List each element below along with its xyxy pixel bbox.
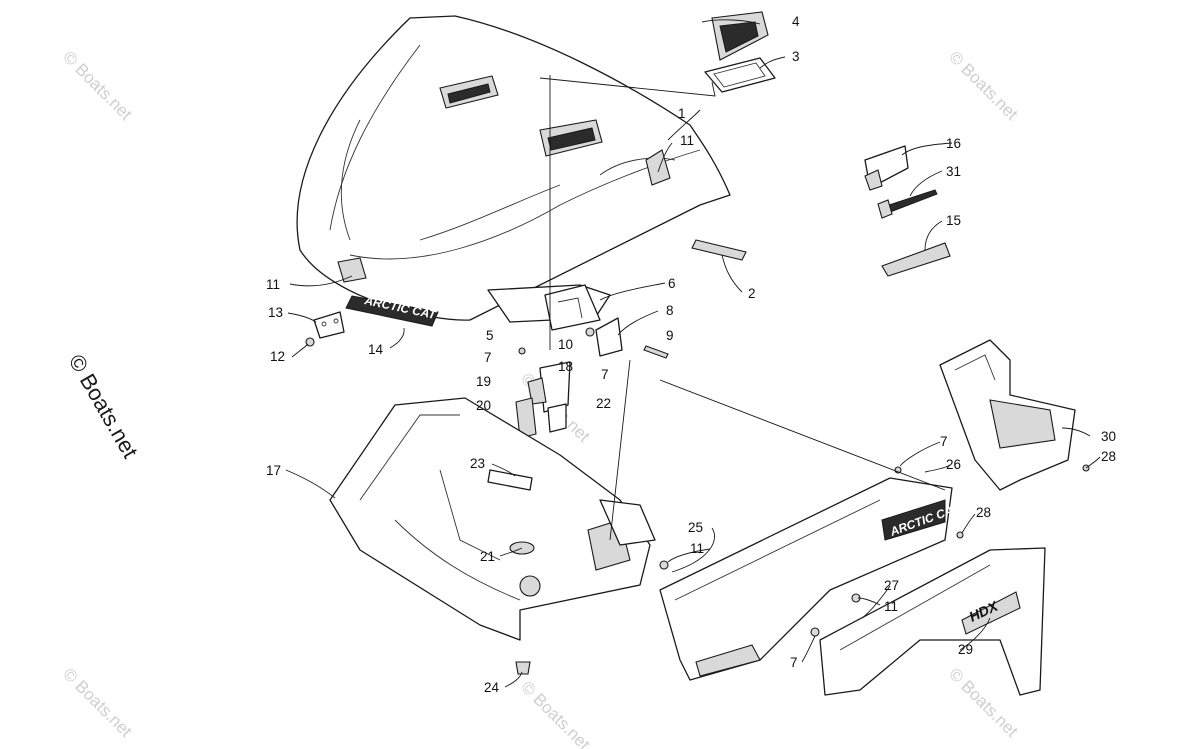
callout-12: 12 <box>270 349 285 364</box>
callout-7-c: 7 <box>940 434 948 449</box>
label-part-15 <box>881 242 951 277</box>
callout-1: 1 <box>678 106 686 121</box>
gasket-part-3 <box>704 57 776 93</box>
callout-5: 5 <box>486 328 494 343</box>
callout-11-left: 11 <box>266 277 280 292</box>
bolt-part-9 <box>643 345 669 359</box>
callout-28-b: 28 <box>1101 449 1116 464</box>
nut-part-10 <box>585 327 595 337</box>
callout-14: 14 <box>368 342 384 357</box>
callout-23: 23 <box>470 456 485 471</box>
clip-part-19 <box>527 377 547 405</box>
callout-24: 24 <box>484 680 500 695</box>
callout-13: 13 <box>268 305 283 320</box>
grommet-part-24 <box>515 661 531 675</box>
callout-3: 3 <box>792 49 800 64</box>
callout-18: 18 <box>558 359 573 374</box>
vent-part-4 <box>711 11 769 61</box>
strip-part-2 <box>691 239 747 261</box>
flap-part-30 <box>939 339 1076 491</box>
callout-6: 6 <box>668 276 676 291</box>
callout-2: 2 <box>748 286 756 301</box>
callout-11-bottom: 11 <box>884 599 898 614</box>
callout-29: 29 <box>958 642 973 657</box>
callout-11-top: 11 <box>680 133 694 148</box>
callout-16: 16 <box>946 136 961 151</box>
callout-31: 31 <box>946 164 961 179</box>
lens-part-16 <box>864 145 909 191</box>
callout-19: 19 <box>476 374 491 389</box>
watermark-side: © Boats.net <box>64 350 143 462</box>
callout-20: 20 <box>476 398 491 413</box>
callout-26: 26 <box>946 457 961 472</box>
watermark-top-right: © Boats.net <box>945 47 1022 124</box>
tool-part-31 <box>877 189 938 219</box>
callout-22: 22 <box>596 396 611 411</box>
screw-part-5 <box>518 347 526 355</box>
callout-7-a: 7 <box>484 350 492 365</box>
callout-4: 4 <box>792 14 800 29</box>
hood-part-1: ARCTIC CAT <box>296 15 731 327</box>
watermark-top-left: © Boats.net <box>59 47 136 124</box>
storage-tub-part-17 <box>329 397 656 641</box>
callout-11-mid: 11 <box>690 541 704 556</box>
hinge-part-22 <box>547 403 567 433</box>
leader-lines <box>285 19 1101 688</box>
callout-17: 17 <box>266 463 281 478</box>
fender-part-29: HDX <box>819 547 1046 696</box>
callout-8: 8 <box>666 303 674 318</box>
watermark-bottom-right: © Boats.net <box>945 664 1022 741</box>
callout-7-b: 7 <box>601 367 609 382</box>
fasteners <box>659 464 1090 637</box>
side-panel-part-26: ARCTIC CAT <box>659 477 963 681</box>
bracket-part-8 <box>595 317 623 357</box>
callout-25: 25 <box>688 520 703 535</box>
label-part-20 <box>515 397 537 439</box>
callout-27: 27 <box>884 578 899 593</box>
callout-21: 21 <box>480 549 495 564</box>
callout-15: 15 <box>946 213 961 228</box>
callout-30: 30 <box>1101 429 1116 444</box>
watermark-bottom-left: © Boats.net <box>59 664 136 741</box>
callout-9: 9 <box>666 328 674 343</box>
bracket-part-13 <box>313 311 345 339</box>
watermark-bottom-center: © Boats.net <box>517 677 594 749</box>
callout-28-a: 28 <box>976 505 991 520</box>
callout-labels: 4 3 1 11 16 31 15 2 6 8 9 5 10 7 18 7 19… <box>266 14 1116 695</box>
callout-7-d: 7 <box>790 655 798 670</box>
callout-10: 10 <box>558 337 573 352</box>
